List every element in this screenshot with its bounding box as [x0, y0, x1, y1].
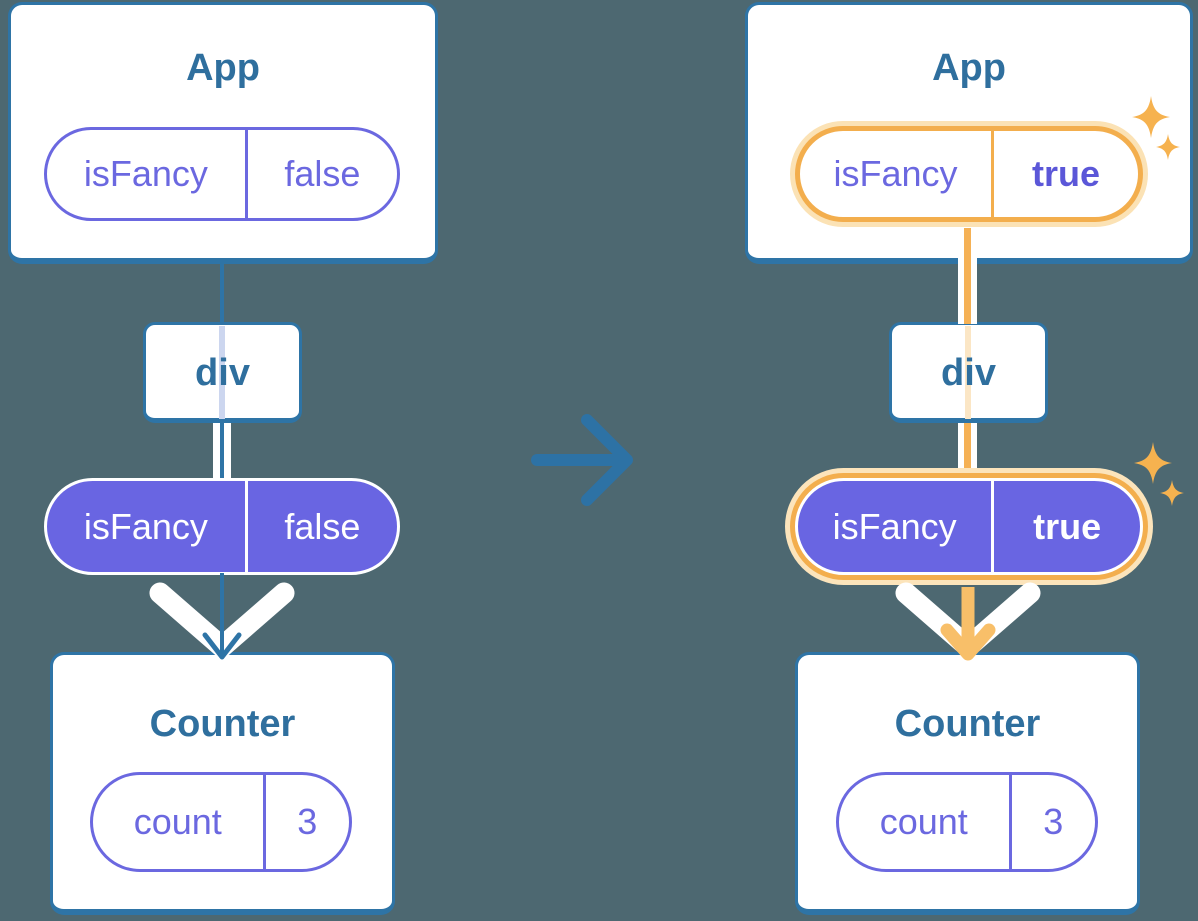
right-passed-prop-pill: isFancy true: [795, 478, 1143, 575]
sparkle-icon: [1132, 96, 1180, 160]
right-connector-div-to-prop: [958, 423, 977, 480]
prop-value: true: [1031, 153, 1100, 194]
right-app-inner-line: [964, 228, 971, 258]
state-value: 3: [1043, 801, 1064, 842]
prop-value: true: [1033, 505, 1102, 547]
pill-divider: [262, 775, 266, 869]
arrowhead-icon: [940, 623, 996, 661]
right-counter-title: Counter: [894, 702, 1041, 745]
right-connector-app-to-div: [958, 256, 977, 324]
state-name: count: [133, 801, 222, 842]
left-connector-div-to-prop: [213, 423, 231, 480]
left-app-title: App: [186, 46, 260, 89]
right-prop-flow-arrow: [895, 582, 1041, 661]
left-div-label: div: [195, 351, 250, 394]
prop-value: false: [284, 153, 361, 194]
state-name: count: [879, 801, 968, 842]
right-counter-state-pill: count 3: [836, 772, 1098, 872]
prop-value: false: [284, 505, 361, 547]
pill-divider: [244, 481, 248, 572]
pill-divider: [1008, 775, 1012, 869]
prop-name: isFancy: [83, 505, 208, 547]
prop-name: isFancy: [83, 153, 208, 194]
sparkle-icon: [1134, 442, 1184, 506]
prop-name: isFancy: [833, 153, 958, 194]
right-div-label: div: [941, 351, 996, 394]
right-app-title: App: [932, 46, 1006, 89]
left-app-prop-pill: isFancy false: [44, 127, 400, 221]
left-counter-state-pill: count 3: [90, 772, 352, 872]
left-counter-title: Counter: [149, 702, 296, 745]
state-value: 3: [297, 801, 318, 842]
arrowhead-icon: [202, 632, 242, 660]
pill-divider: [991, 481, 995, 572]
left-passed-prop-pill: isFancy false: [44, 478, 400, 575]
left-div-inner-line: [219, 326, 225, 419]
transition-arrow-icon: [531, 414, 633, 506]
pill-divider: [990, 131, 994, 217]
left-prop-flow-arrow: [149, 573, 295, 660]
pill-divider: [244, 130, 248, 218]
left-connector-app-to-div: [220, 258, 224, 324]
right-div-inner-line: [965, 326, 971, 419]
right-app-prop-pill: isFancy true: [795, 126, 1143, 222]
prop-name: isFancy: [832, 505, 957, 547]
